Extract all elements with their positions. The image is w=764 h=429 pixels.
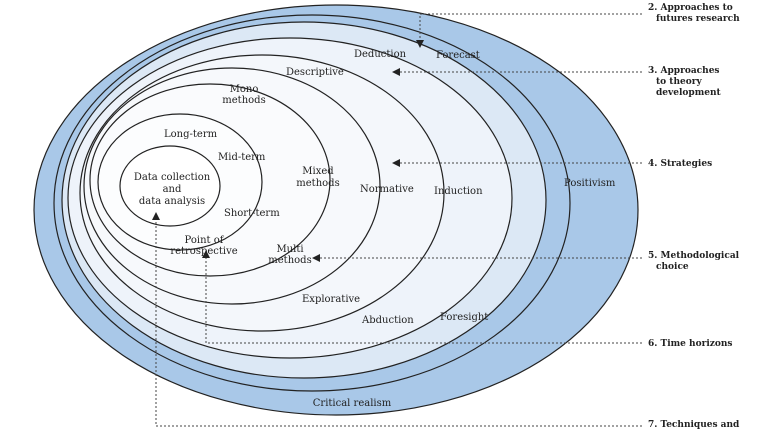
label-induction: Induction — [434, 186, 483, 197]
layer-core-ring — [119, 145, 221, 227]
label-abduction: Abduction — [361, 315, 414, 326]
arrowhead-method — [312, 254, 320, 262]
label-descriptive: Descriptive — [286, 67, 344, 78]
label-multi-methods-2: methods — [268, 255, 311, 266]
pointer-line-time — [205, 258, 642, 344]
label-mixed-methods-1: Mixed — [302, 166, 334, 177]
label-mid-term: Mid-term — [218, 152, 266, 163]
side-label-method-1: 5. Methodological — [648, 251, 740, 261]
label-mixed-methods-2: methods — [296, 178, 339, 189]
label-core-1: Data collection — [134, 172, 211, 183]
label-critical-realism: Critical realism — [313, 398, 392, 409]
pointer-line-futures — [419, 13, 642, 40]
label-forecast: Forecast — [436, 50, 480, 61]
side-label-theory-3: development — [656, 88, 721, 98]
side-label-tech: 7. Techniques and — [648, 420, 740, 429]
label-point-of-retrospective-1: Point of — [185, 235, 225, 246]
label-long-term: Long-term — [164, 129, 218, 140]
arrowhead-futures — [416, 40, 424, 48]
label-explorative: Explorative — [302, 294, 360, 305]
arrowhead-tech — [152, 212, 160, 220]
label-point-of-retrospective-2: retrospective — [170, 246, 237, 257]
label-short-term: Short-term — [224, 208, 280, 219]
side-label-futures-1: 2. Approaches to — [648, 3, 733, 13]
side-label-time: 6. Time horizons — [648, 339, 732, 349]
label-mono-methods-2: methods — [222, 95, 265, 106]
side-label-method-2: choice — [656, 262, 689, 272]
side-label-strategies: 4. Strategies — [648, 159, 712, 169]
label-core-3: data analysis — [139, 196, 205, 207]
label-deduction: Deduction — [354, 49, 407, 60]
label-multi-methods-1: Multi — [276, 244, 303, 255]
label-mono-methods-1: Mono — [230, 84, 259, 95]
label-core-2: and — [163, 184, 182, 195]
side-label-futures-2: futures research — [656, 14, 740, 24]
arrowhead-strategies — [392, 159, 400, 167]
arrowhead-time — [202, 250, 210, 258]
arrowhead-theory — [392, 68, 400, 76]
label-normative: Normative — [360, 184, 414, 195]
pointer-line-tech — [155, 220, 642, 427]
label-foresight: Foresight — [440, 312, 488, 323]
label-positivism: Positivism — [564, 178, 616, 189]
side-label-theory-2: to theory — [656, 77, 702, 87]
side-label-theory-1: 3. Approaches — [648, 66, 720, 76]
